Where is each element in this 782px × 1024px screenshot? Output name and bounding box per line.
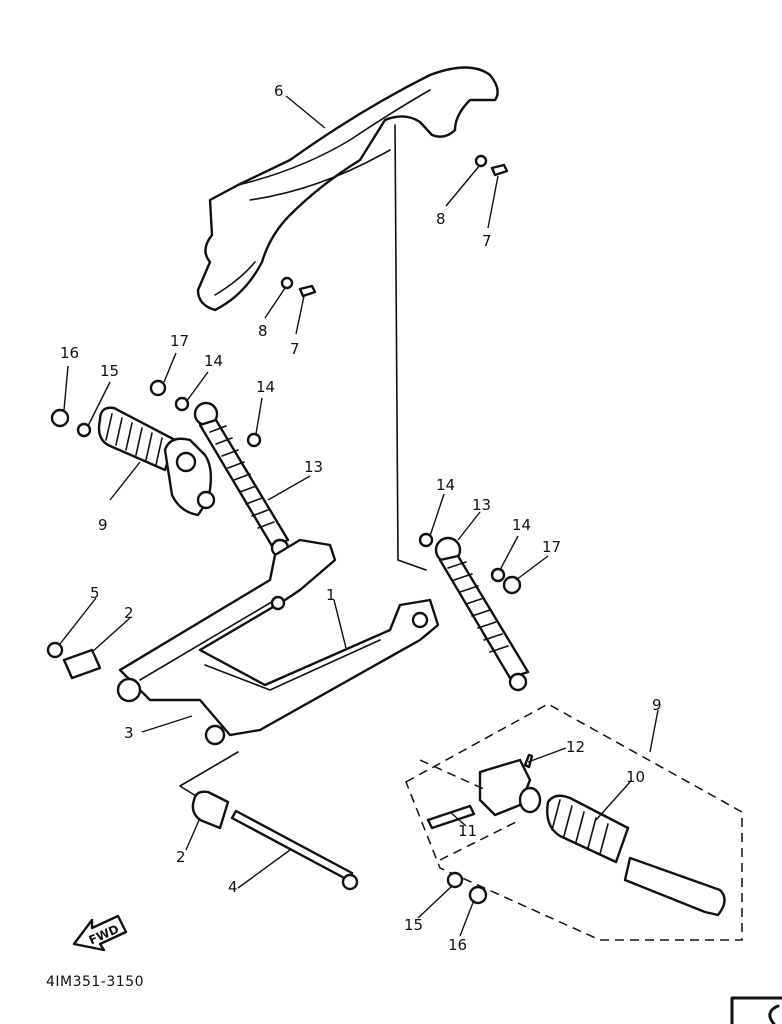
- callout-16-right: 16: [448, 936, 467, 954]
- footrest-left: [50, 406, 216, 517]
- page-frame-corner: [730, 996, 782, 1024]
- callout-8-upper: 8: [436, 210, 446, 228]
- chain-case-bolt-lower: [280, 276, 317, 298]
- callout-14-right-lower: 14: [512, 516, 531, 534]
- footrest-right: [405, 703, 743, 941]
- callout-8-lower: 8: [258, 322, 268, 340]
- chain-case: [196, 66, 499, 312]
- callout-14-upper: 14: [204, 352, 223, 370]
- callout-10: 10: [626, 768, 645, 786]
- callout-labels: 6 8 7 8 7 16 15 17 14 14 13 9 14 13 14 1…: [60, 82, 662, 954]
- callout-1: 1: [326, 586, 336, 604]
- callout-3: 3: [124, 724, 134, 742]
- callout-9-right: 9: [652, 696, 662, 714]
- rear-shock-right: [418, 532, 530, 692]
- callout-15-left: 15: [100, 362, 119, 380]
- callout-11: 11: [458, 822, 477, 840]
- bushing-upper: [46, 641, 102, 680]
- callout-14-left: 14: [256, 378, 275, 396]
- callout-13-right: 13: [472, 496, 491, 514]
- swing-arm: [116, 538, 440, 746]
- callout-6: 6: [274, 82, 284, 100]
- diagram-code: 4IM351-3150: [46, 974, 144, 990]
- callout-7-upper: 7: [482, 232, 492, 250]
- callout-4: 4: [228, 878, 238, 896]
- fwd-arrow-icon: FWD: [72, 914, 128, 952]
- callout-5: 5: [90, 584, 100, 602]
- callout-15-right: 15: [404, 916, 423, 934]
- callout-16-left: 16: [60, 344, 79, 362]
- callout-14-right-upper: 14: [436, 476, 455, 494]
- callout-17-right: 17: [542, 538, 561, 556]
- callout-12: 12: [566, 738, 585, 756]
- leader-lines: [59, 95, 659, 937]
- callout-9-left: 9: [98, 516, 108, 534]
- callout-7-lower: 7: [290, 340, 300, 358]
- callout-17-left: 17: [170, 332, 189, 350]
- nut-17-upper: [149, 379, 167, 397]
- pivot-shaft: [230, 809, 359, 891]
- washer-14-left: [246, 432, 262, 448]
- bushing-lower: [191, 790, 230, 830]
- chain-case-bolt-upper: [474, 154, 509, 177]
- washer-14-upper: [174, 396, 190, 412]
- callout-2-lower: 2: [176, 848, 186, 866]
- callout-13-left: 13: [304, 458, 323, 476]
- callout-2-upper: 2: [124, 604, 134, 622]
